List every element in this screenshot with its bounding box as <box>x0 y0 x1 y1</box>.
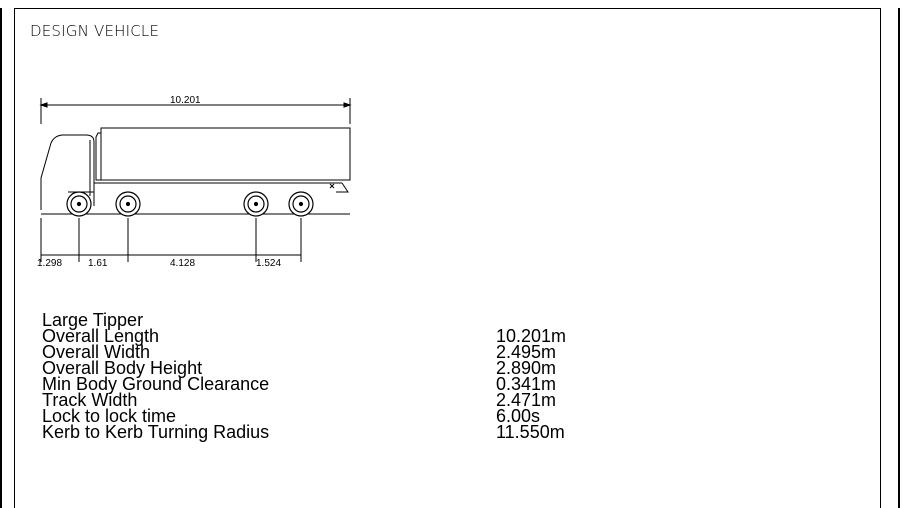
vehicle-diagram: 10.201 <box>37 95 352 269</box>
truck-outline <box>40 127 351 215</box>
sheet-right-border <box>898 8 900 508</box>
spec-row: Lock to lock time 6.00s <box>42 406 682 426</box>
sheet-frame <box>14 8 881 508</box>
spec-label: Track Width <box>42 390 138 410</box>
vehicle-specs: Large Tipper Overall Length 10.201m Over… <box>42 310 682 442</box>
spec-label: Kerb to Kerb Turning Radius <box>42 422 270 442</box>
spec-row: Overall Width 2.495m <box>42 342 682 362</box>
axle-spacing-1-label: 1.61 <box>88 258 108 269</box>
axle-dimensions <box>40 218 302 262</box>
vehicle-name: Large Tipper <box>42 310 144 330</box>
spec-value: 11.550m <box>496 422 565 442</box>
spec-label: Lock to lock time <box>42 406 177 426</box>
spec-value: 10.201m <box>496 326 567 346</box>
spec-value: 0.341m <box>496 374 557 394</box>
axle-spacing-2-label: 4.128 <box>170 258 195 269</box>
spec-label: Overall Length <box>42 326 160 346</box>
front-overhang-label: 1.298 <box>37 258 62 269</box>
spec-label: Min Body Ground Clearance <box>42 374 270 394</box>
wheel-second <box>115 191 141 217</box>
spec-row: Kerb to Kerb Turning Radius 11.550m <box>42 422 682 442</box>
spec-value: 2.471m <box>496 390 557 410</box>
vehicle-name-row: Large Tipper <box>42 310 682 330</box>
wheel-third <box>243 191 269 217</box>
spec-value: 2.495m <box>496 342 557 362</box>
wheel-rear <box>288 191 314 217</box>
overall-length-dimension <box>39 98 352 124</box>
spec-row: Min Body Ground Clearance 0.341m <box>42 374 682 394</box>
page-title: DESIGN VEHICLE <box>30 22 160 40</box>
spec-value: 2.890m <box>496 358 557 378</box>
spec-value: 6.00s <box>496 406 541 426</box>
spec-row: Track Width 2.471m <box>42 390 682 410</box>
wheel-front <box>66 191 92 217</box>
spec-label: Overall Body Height <box>42 358 203 378</box>
axle-spacing-3-label: 1.524 <box>256 258 281 269</box>
overall-length-label: 10.201 <box>170 95 201 106</box>
spec-label: Overall Width <box>42 342 151 362</box>
spec-row: Overall Length 10.201m <box>42 326 682 346</box>
sheet-left-border <box>0 8 2 508</box>
spec-row: Overall Body Height 2.890m <box>42 358 682 378</box>
